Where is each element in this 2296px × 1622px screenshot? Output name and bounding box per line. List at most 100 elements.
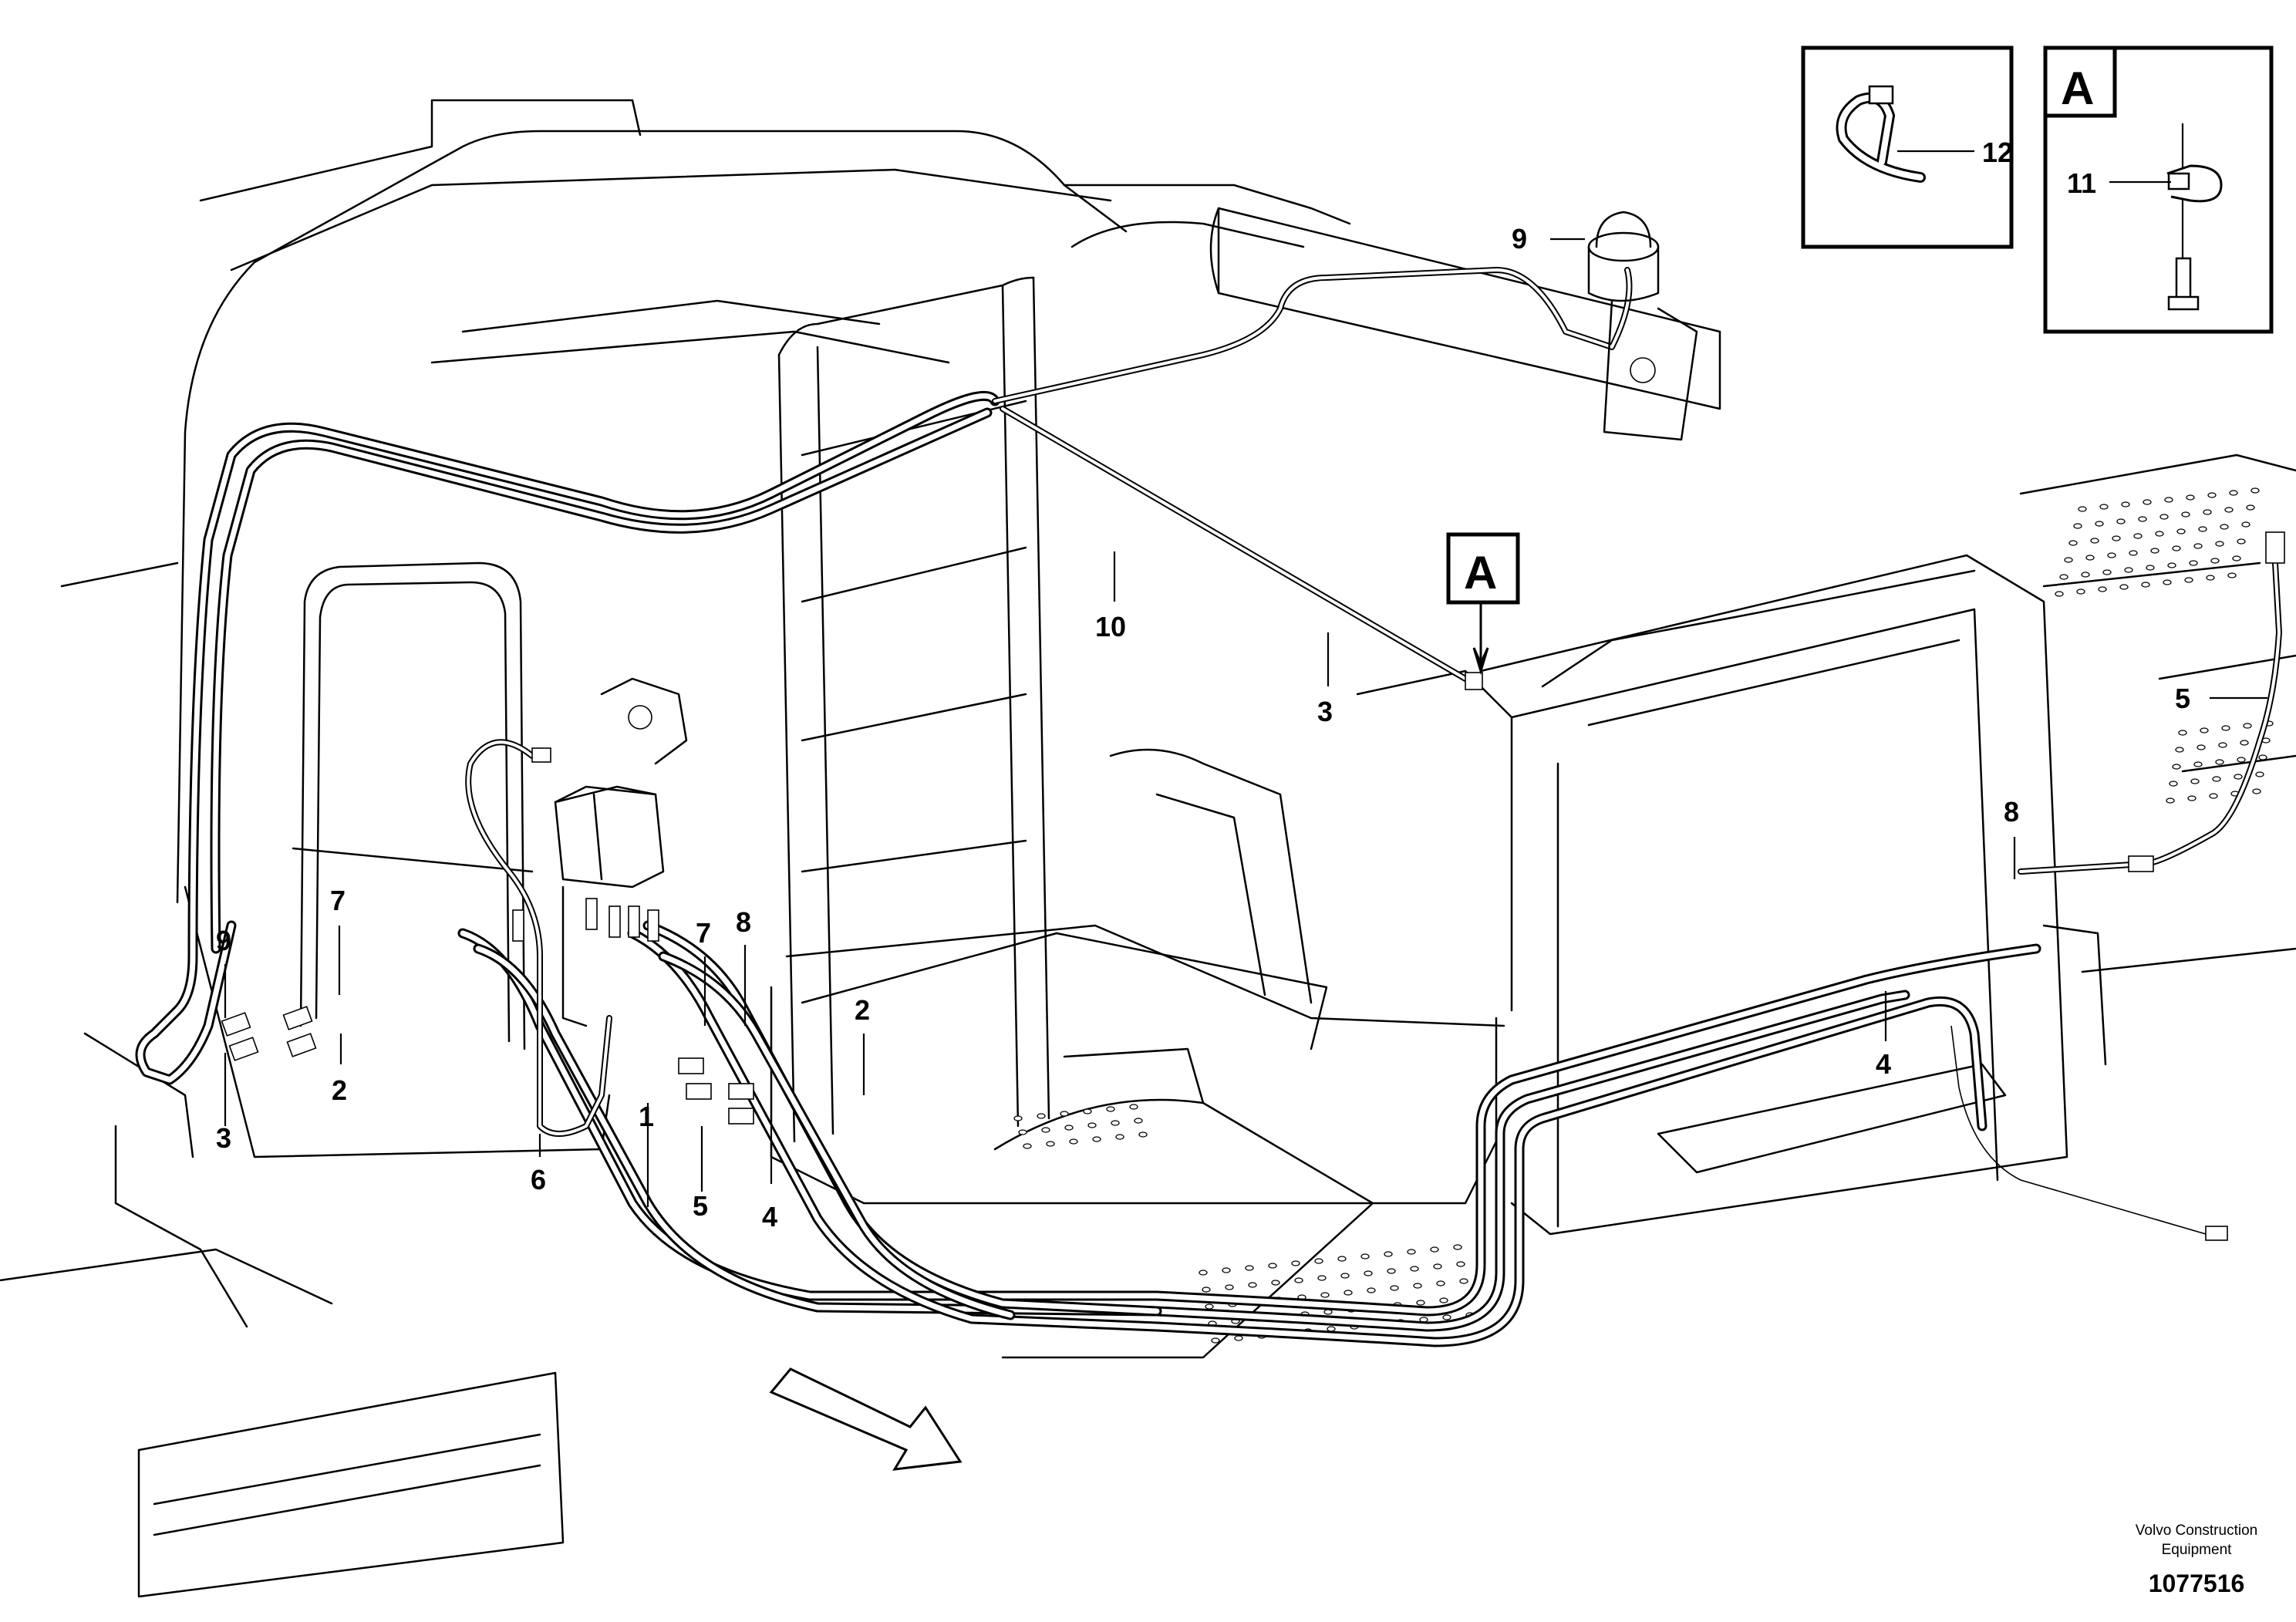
plate-hole: [1087, 1122, 1097, 1128]
plate-hole: [1390, 1285, 1399, 1291]
plate-hole: [1456, 1261, 1465, 1267]
plate-hole: [2243, 723, 2252, 729]
plate-hole: [2203, 509, 2212, 515]
credit-line-2: Equipment: [2162, 1542, 2233, 1558]
plate-hole: [1111, 1120, 1120, 1126]
plate-hole: [1360, 1253, 1370, 1259]
beacon-lamp: [1587, 211, 1698, 441]
plate-hole: [2224, 507, 2234, 513]
plate-hole: [2210, 558, 2220, 564]
plate-hole: [2218, 742, 2227, 748]
cable-tie-icon: [1836, 85, 1926, 183]
plate-hole: [1018, 1129, 1027, 1135]
plate-hole: [1046, 1141, 1055, 1147]
plate-hole: [2064, 557, 2073, 563]
plate-hole: [2121, 501, 2130, 508]
plate-hole: [1291, 1260, 1300, 1266]
plate-hole: [1013, 1115, 1023, 1121]
plate-hole: [2197, 744, 2206, 750]
perforated-plate-dots: [1013, 487, 2274, 1344]
plate-hole: [2099, 504, 2109, 510]
callout-6: 6: [531, 1164, 546, 1195]
plate-hole: [2200, 727, 2209, 733]
direction-arrow: [769, 1367, 963, 1471]
plate-hole: [1387, 1268, 1396, 1274]
plate-hole: [2258, 754, 2267, 760]
plate-hole: [1407, 1249, 1416, 1255]
plate-hole: [1037, 1113, 1046, 1119]
plate-hole: [2215, 541, 2224, 547]
plate-hole: [2102, 569, 2112, 575]
plate-hole: [1367, 1287, 1376, 1293]
plate-hole: [2193, 543, 2203, 549]
plate-hole: [2159, 514, 2169, 520]
callout-9-top: 9: [1512, 223, 1527, 255]
plate-hole: [2059, 574, 2068, 580]
plate-hole: [1439, 1297, 1448, 1303]
plate-hole: [2252, 788, 2261, 794]
plate-hole: [1245, 1265, 1254, 1271]
cable-right-5: [2018, 560, 2282, 875]
drawing-number: 1077516: [2149, 1570, 2245, 1597]
callout-7-mid: 7: [696, 917, 711, 949]
cable-box-loop: [465, 739, 612, 1137]
callout-10: 10: [1095, 611, 1126, 642]
plate-hole: [2212, 776, 2221, 782]
plate-hole: [2198, 526, 2207, 532]
plate-hole: [2227, 572, 2237, 578]
plate-hole: [1314, 1258, 1323, 1264]
callout-4-mid: 4: [762, 1201, 777, 1233]
plate-hole: [2209, 793, 2218, 799]
plate-hole: [2175, 747, 2184, 753]
plate-hole: [1222, 1267, 1231, 1273]
callout-5-right: 5: [2175, 683, 2190, 714]
plate-hole: [2189, 560, 2198, 566]
plate-hole: [2190, 778, 2200, 784]
plate-hole: [2129, 550, 2138, 556]
credit-line-1: Volvo Construction: [2136, 1523, 2257, 1539]
plate-hole: [1442, 1314, 1451, 1320]
plate-hole: [2215, 759, 2224, 765]
plate-hole: [2098, 586, 2107, 592]
plate-hole: [2090, 538, 2099, 544]
plate-hole: [2068, 540, 2078, 546]
plate-hole: [2078, 506, 2087, 512]
plate-hole: [1320, 1292, 1330, 1298]
plate-hole: [2169, 781, 2178, 787]
plate-hole: [2184, 577, 2193, 583]
plate-hole: [2255, 771, 2264, 777]
plate-hole: [2176, 528, 2186, 534]
plate-hole: [2221, 725, 2230, 731]
plate-hole: [2246, 504, 2255, 511]
plate-hole: [1248, 1282, 1257, 1288]
plate-hole: [1129, 1104, 1138, 1110]
plate-hole: [1234, 1335, 1243, 1341]
plate-hole: [2133, 533, 2143, 539]
plate-hole: [2085, 555, 2095, 561]
plate-hole: [2073, 523, 2082, 529]
plate-hole: [1459, 1278, 1468, 1284]
callout-numbers: 9 10 3 5 8 4 7 9 2 3 7 8 2 6 1 5 4: [216, 223, 2190, 1233]
plate-hole: [1340, 1273, 1350, 1279]
plate-hole: [1083, 1108, 1092, 1114]
plate-hole: [1410, 1266, 1419, 1272]
plate-hole: [1069, 1138, 1078, 1145]
cable-lower-right: [1950, 1025, 2207, 1235]
plate-hole: [1138, 1131, 1148, 1138]
callout-3-mid: 3: [1317, 696, 1333, 727]
plate-hole: [1430, 1246, 1439, 1253]
plate-hole: [1317, 1275, 1327, 1281]
plate-hole: [2155, 531, 2164, 537]
plate-hole: [1092, 1136, 1101, 1142]
plate-hole: [1199, 1270, 1208, 1276]
clamp-icon: [2166, 123, 2223, 311]
plate-hole: [2124, 567, 2133, 573]
plate-hole: [2119, 584, 2129, 590]
callout-11: 11: [2067, 167, 2096, 199]
detail-box-clamp: A 11: [2043, 46, 2274, 334]
plate-hole: [2178, 730, 2187, 736]
plate-hole: [2241, 521, 2250, 528]
connectors: [221, 531, 2285, 1241]
junction-box: [554, 677, 688, 1027]
plate-hole: [2220, 524, 2229, 530]
